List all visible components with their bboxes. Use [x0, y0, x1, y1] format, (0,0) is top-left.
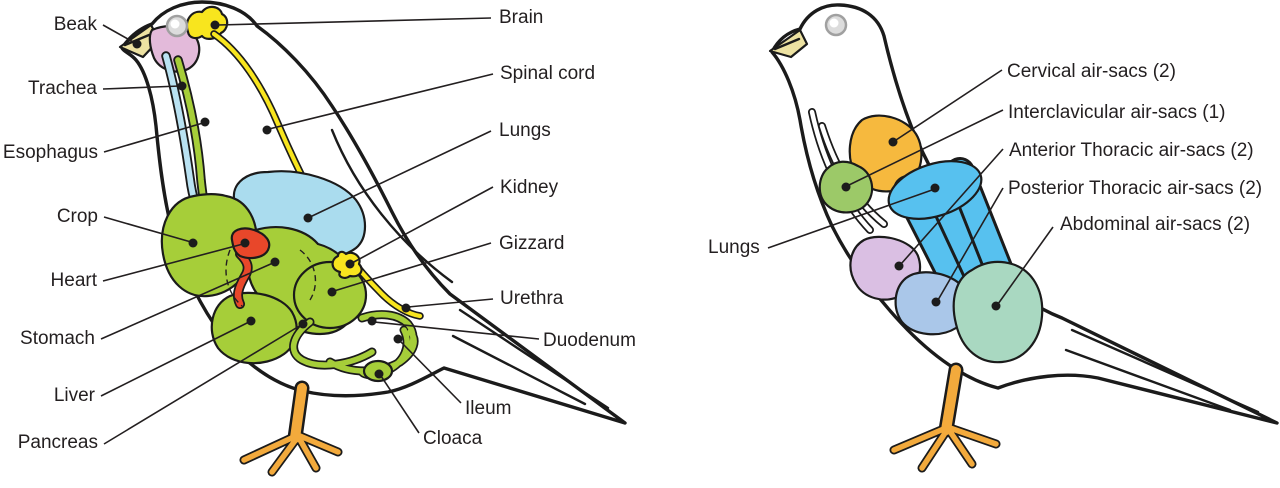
label-stomach: Stomach	[20, 328, 95, 349]
label-brain: Brain	[499, 7, 543, 28]
crop-shape	[160, 193, 258, 298]
label-spinal-cord: Spinal cord	[500, 63, 595, 84]
right-bird-figure	[768, 3, 1279, 473]
label-cervical-air-sacs: Cervical air-sacs (2)	[1007, 61, 1176, 82]
dashed-detail	[299, 249, 317, 301]
label-esophagus: Esophagus	[3, 142, 98, 163]
right-bird-leaders	[767, 69, 1054, 311]
label-abdominal-air-sacs: Abdominal air-sacs (2)	[1060, 214, 1250, 235]
brain-shape	[185, 5, 229, 40]
label-kidney: Kidney	[500, 177, 559, 198]
label-lungs-left: Lungs	[499, 120, 551, 141]
label-crop: Crop	[57, 206, 98, 227]
left-bird-eye	[165, 14, 189, 38]
right-bird-labels: Cervical air-sacs (2) Interclavicular ai…	[708, 61, 1262, 258]
left-tail-feather-line	[451, 334, 587, 406]
label-duodenum: Duodenum	[543, 330, 636, 351]
left-bird-labels: Beak Trachea Esophagus Crop Heart Stomac…	[3, 7, 636, 453]
right-tail-feather-line	[1064, 348, 1232, 412]
label-interclavicular-air-sacs: Interclavicular air-sacs (1)	[1008, 102, 1226, 123]
label-beak: Beak	[54, 14, 98, 35]
left-bird-leg	[239, 380, 343, 477]
label-posterior-thoracic-air-sacs: Posterior Thoracic air-sacs (2)	[1008, 178, 1262, 199]
label-gizzard: Gizzard	[499, 233, 564, 254]
right-bird-leg	[889, 362, 1001, 473]
label-anterior-thoracic-air-sacs: Anterior Thoracic air-sacs (2)	[1009, 140, 1254, 161]
left-wing-line	[330, 128, 454, 284]
label-cloaca: Cloaca	[423, 428, 483, 449]
right-bird-eye	[824, 13, 848, 37]
dashed-detail	[225, 249, 243, 307]
label-pancreas: Pancreas	[18, 432, 98, 453]
label-urethra: Urethra	[500, 288, 564, 309]
right-tail-feather-line	[1070, 328, 1260, 414]
label-trachea: Trachea	[28, 78, 97, 99]
label-lungs-right: Lungs	[708, 237, 760, 258]
left-bird-leaders	[100, 17, 540, 445]
left-tail-feather-line	[458, 308, 610, 410]
label-ileum: Ileum	[465, 398, 511, 419]
label-heart: Heart	[51, 270, 98, 291]
abdominal-air-sac-shape	[952, 260, 1044, 364]
intestines-shape	[289, 310, 419, 380]
heart-shape	[230, 227, 271, 260]
right-beak-line	[773, 37, 801, 51]
liver-shape	[210, 291, 298, 365]
left-bird-figure	[118, 0, 627, 477]
right-bird-body	[770, 3, 1279, 425]
label-liver: Liver	[54, 385, 96, 406]
